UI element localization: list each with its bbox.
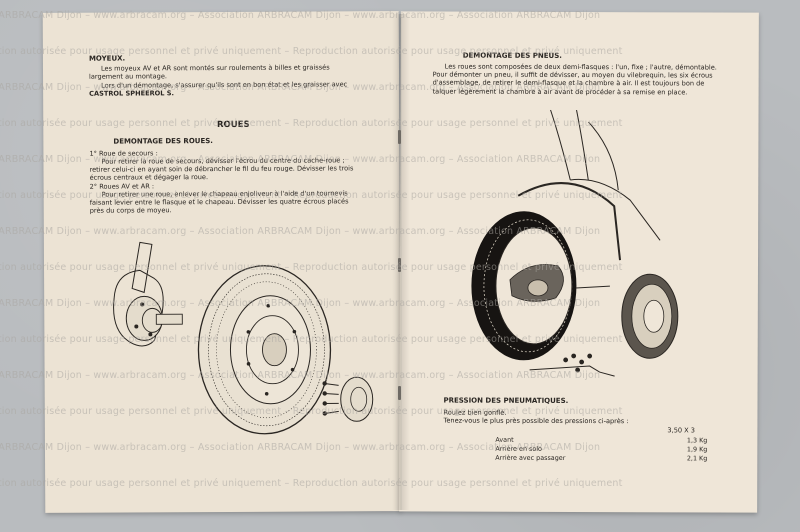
pression-heading: PRESSION DES PNEUMATIQUES. [443,396,569,405]
left-page: MOYEUX. Les moyeux AV et AR sont montés … [42,11,402,513]
watermark-text: duction autorisée pour usage personnel e… [0,190,623,201]
watermark-text: ion ARBRACAM Dijon – www.arbracam.org – … [0,154,601,165]
demontage-roues-heading: DEMONTAGE DES ROUES. [113,137,213,146]
staple-bottom [398,386,401,400]
pressure-row: Arrière avec passager 2,1 Kg [495,454,707,464]
moyeux-paragraph-1: Les moyeux AV et AR sont montés sur roul… [89,63,330,81]
tyre-dismount-illustration [471,109,679,377]
right-page: DEMONTAGE DES PNEUS. Les roues sont comp… [399,11,759,513]
watermark-text: duction autorisée pour usage personnel e… [0,46,623,57]
watermark-text: duction autorisée pour usage personnel e… [0,118,623,129]
watermark-text: duction autorisée pour usage personnel e… [0,478,623,489]
watermark-text: duction autorisée pour usage personnel e… [0,406,623,417]
pressure-value: 2,1 Kg [686,454,708,463]
pressure-value: 1,3 Kg [686,436,708,445]
watermark-text: ion ARBRACAM Dijon – www.arbracam.org – … [0,82,601,93]
pressure-value: 1,9 Kg [686,445,708,454]
watermark-text: ion ARBRACAM Dijon – www.arbracam.org – … [0,226,601,237]
watermark-text: duction autorisée pour usage personnel e… [0,334,623,345]
wheel-removal-illustration [113,241,374,435]
watermark-text: ion ARBRACAM Dijon – www.arbracam.org – … [0,298,601,309]
tire-size: 3,50 X 3 [667,426,696,435]
pression-line-2: Tenez-vous le plus près possible des pre… [443,416,629,426]
watermark-text: duction autorisée pour usage personnel e… [0,262,623,273]
staple-middle [398,258,401,272]
staple-top [398,130,401,144]
pressure-label: Arrière avec passager [495,453,566,462]
watermark-text: ion ARBRACAM Dijon – www.arbracam.org – … [0,442,601,453]
watermark-text: ion ARBRACAM Dijon – www.arbracam.org – … [0,10,601,21]
watermark-text: ion ARBRACAM Dijon – www.arbracam.org – … [0,370,601,381]
